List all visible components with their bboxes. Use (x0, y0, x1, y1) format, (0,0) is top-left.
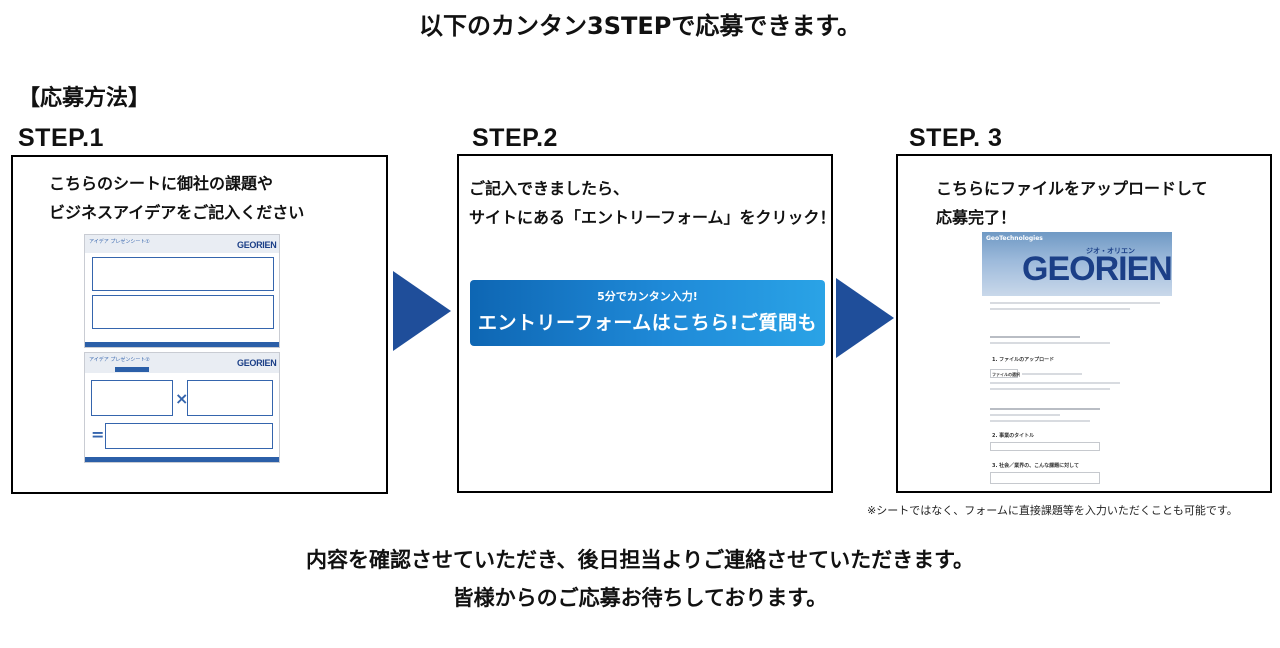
step1-box: こちらのシートに御社の課題や ビジネスアイデアをご記入ください アイデア プレゼ… (11, 155, 388, 494)
step2-text-line1: ご記入できましたら、 (469, 179, 630, 198)
arrow-right-icon (393, 271, 451, 351)
closing-line-1: 内容を確認させていただき、後日担当よりご連絡させていただきます。 (305, 548, 974, 572)
section-title: 【応募方法】 (18, 86, 151, 111)
form-text-line (990, 414, 1060, 416)
arrow-right-icon (836, 278, 894, 358)
step1-title: STEP.1 (18, 124, 104, 152)
sheet2-field-left (91, 380, 173, 416)
sheet1-logo: GEORIEN (237, 240, 277, 250)
sheet2-title: アイデア プレゼンシート② (89, 357, 150, 363)
sheet2-field-right (187, 380, 273, 416)
step3-text-line2: 応募完了！ (936, 208, 1017, 227)
presentation-sheet-2: アイデア プレゼンシート② GEORIEN × = (84, 352, 280, 463)
form-logo-kana: ジオ・オリエン (1086, 247, 1135, 255)
form-text-line (990, 342, 1110, 344)
form-section-issue: 3. 社会／業界の、こんな課題に対して (992, 463, 1079, 469)
step2-box: ご記入できましたら、 サイトにある「エントリーフォーム」をクリック！ 5分でカン… (457, 154, 836, 493)
form-brand: GeoTechnologies (986, 235, 1043, 242)
form-text-line (1022, 373, 1082, 375)
closing-line-2: 皆様からのご応募お待ちしております。 (452, 586, 828, 610)
step1-text-line1: こちらのシートに御社の課題や (49, 174, 274, 193)
step3-box: こちらにファイルをアップロードして 応募完了！ GeoTechnologies … (896, 154, 1272, 493)
file-select-label: ファイルの選択 (992, 372, 1020, 377)
form-title-input[interactable] (990, 442, 1100, 451)
entry-form-button-label: エントリーフォームはこちら!ご質問も (478, 312, 817, 334)
form-text-line (990, 408, 1100, 410)
sheet2-tag (115, 367, 149, 372)
file-select-button[interactable]: ファイルの選択 (990, 369, 1020, 378)
entry-form-button-sub: 5分でカンタン入力! (597, 290, 698, 303)
form-text-line (990, 382, 1120, 384)
sheet1-title: アイデア プレゼンシート① (89, 239, 150, 245)
sheet2-footer (85, 457, 279, 462)
entry-form-screenshot: GeoTechnologies ジオ・オリエン GEORIEN 1. ファイルの… (982, 232, 1172, 491)
sheet2-multiply: × (175, 389, 189, 408)
form-text-line (990, 388, 1110, 390)
sheet2-logo: GEORIEN (237, 358, 277, 368)
step3-title: STEP. 3 (909, 124, 1003, 152)
form-logo: GEORIEN (1022, 250, 1172, 288)
entry-form-button[interactable]: 5分でカンタン入力! エントリーフォームはこちら!ご質問も (470, 280, 825, 346)
form-text-line (990, 302, 1160, 304)
step3-text-line1: こちらにファイルをアップロードして (936, 179, 1208, 198)
step2-title: STEP.2 (472, 124, 558, 152)
sheet1-field-2 (92, 295, 274, 329)
sheet1-field-1 (92, 257, 274, 291)
presentation-sheet-1: アイデア プレゼンシート① GEORIEN (84, 234, 280, 348)
sheet2-equals: = (91, 425, 105, 444)
form-issue-input[interactable] (990, 472, 1100, 484)
page-headline: 以下のカンタン3STEPで応募できます。 (419, 12, 861, 40)
form-section-title: 2. 事業のタイトル (992, 433, 1035, 439)
sheet1-footer (85, 342, 279, 347)
form-text-line (990, 420, 1090, 422)
sheet1-header (85, 235, 279, 253)
direct-input-note: ※シートではなく、フォームに直接課題等を入力いただくことも可能です。 (867, 504, 1238, 517)
form-hero-banner: GeoTechnologies ジオ・オリエン GEORIEN (982, 232, 1172, 296)
step1-text-line2: ビジネスアイデアをご記入ください (49, 203, 305, 222)
sheet2-field-bottom (105, 423, 273, 449)
step2-text-line2: サイトにある「エントリーフォーム」をクリック！ (469, 208, 836, 227)
form-text-line (990, 336, 1080, 338)
form-text-line (990, 308, 1130, 310)
form-section-upload: 1. ファイルのアップロード (992, 357, 1055, 363)
